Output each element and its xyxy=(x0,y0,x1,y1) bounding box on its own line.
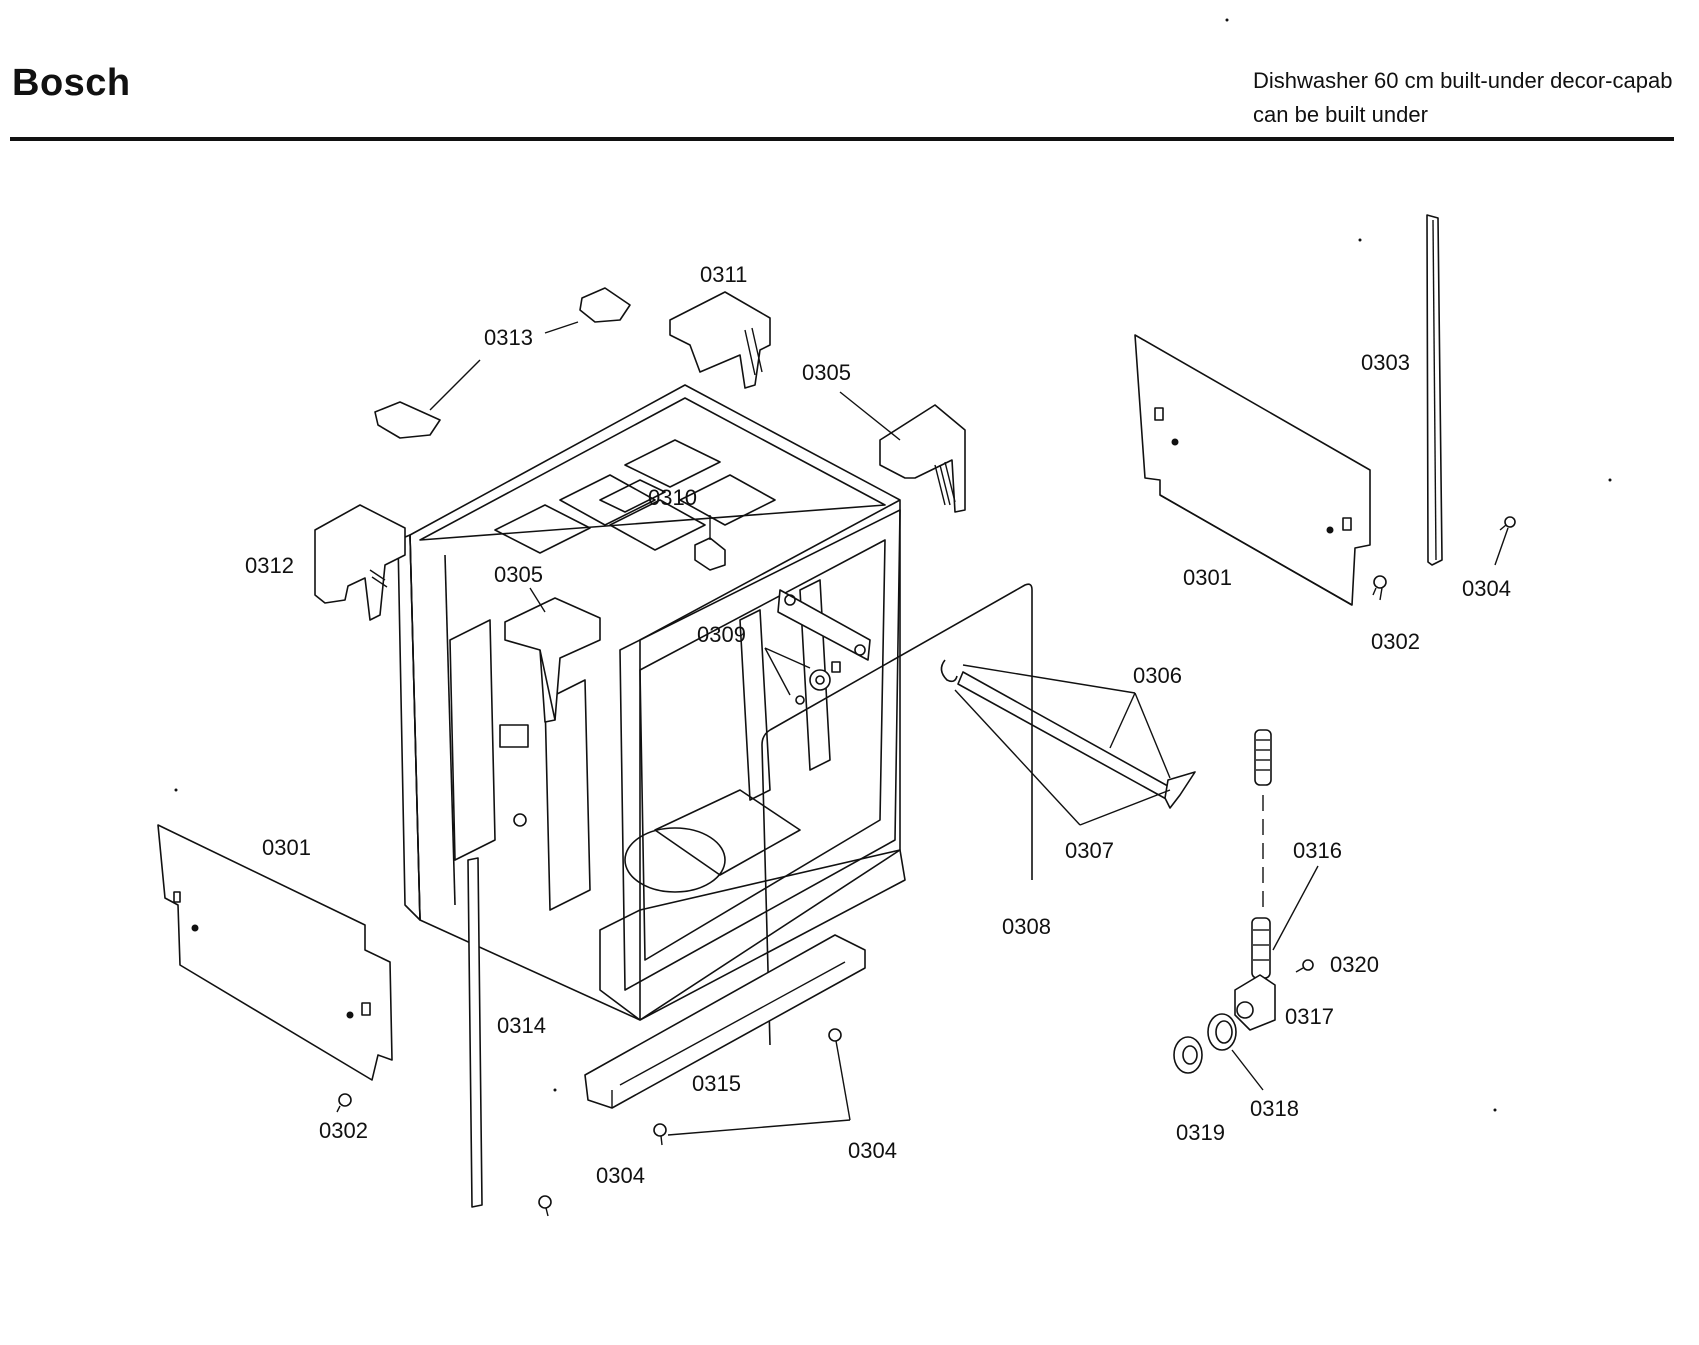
tub-frame xyxy=(397,384,906,1021)
leader-lines xyxy=(429,321,1509,1136)
part-0309-hinge-bracket xyxy=(777,589,871,705)
callout-0301-left: 0301 xyxy=(262,835,311,860)
callout-0319: 0319 xyxy=(1176,1120,1225,1145)
callout-0317: 0317 xyxy=(1285,1004,1334,1029)
callout-0318: 0318 xyxy=(1250,1096,1299,1121)
callout-0304-right: 0304 xyxy=(1462,576,1511,601)
part-0304-screw-mid xyxy=(828,1028,842,1053)
part-0304-screw-right xyxy=(1499,516,1516,531)
part-0306-hinge-bar xyxy=(940,659,1196,809)
callout-0306: 0306 xyxy=(1133,663,1182,688)
callout-0302-right: 0302 xyxy=(1371,629,1420,654)
part-0303-side-rail xyxy=(1426,214,1443,566)
callout-0304-low: 0304 xyxy=(596,1163,645,1188)
part-0320-hose-clamp xyxy=(1295,959,1314,973)
part-0308-door-seal xyxy=(761,583,1033,1046)
callout-0316: 0316 xyxy=(1293,838,1342,863)
part-0317-hose-connector xyxy=(1234,974,1276,1031)
part-0305-corner-bracket-top xyxy=(879,404,966,513)
part-0305-corner-bracket-front xyxy=(504,597,601,723)
callout-0315: 0315 xyxy=(692,1071,741,1096)
part-0304-screw-mid2 xyxy=(653,1123,667,1146)
part-0315-base-trim xyxy=(584,934,866,1109)
part-0313-mounting-clip-b xyxy=(374,401,441,439)
callout-0311: 0311 xyxy=(700,262,747,287)
print-specks xyxy=(174,18,1612,1112)
model-description-line1: Dishwasher 60 cm built-under decor-capab xyxy=(1253,68,1673,93)
callout-0304-mid: 0304 xyxy=(848,1138,897,1163)
part-0301-side-panel-left xyxy=(157,824,393,1081)
part-0302-screw-left xyxy=(336,1093,352,1113)
callout-0305-mid: 0305 xyxy=(494,562,543,587)
part-0304-screw-low xyxy=(538,1195,552,1217)
part-0312-top-bracket-left xyxy=(314,504,406,621)
part-0301-side-panel-right xyxy=(1134,334,1371,606)
callout-0305-top: 0305 xyxy=(802,360,851,385)
callout-0301-right: 0301 xyxy=(1183,565,1232,590)
callout-0307: 0307 xyxy=(1065,838,1114,863)
part-0313-mounting-clip-a xyxy=(579,287,631,323)
callout-0303: 0303 xyxy=(1361,350,1410,375)
callout-0314: 0314 xyxy=(497,1013,546,1038)
part-0314-sealing-strip xyxy=(467,857,483,1208)
callout-0312: 0312 xyxy=(245,553,294,578)
callout-0313: 0313 xyxy=(484,325,533,350)
part-0319-cap xyxy=(1173,1036,1203,1074)
model-description-line2: can be built under xyxy=(1253,102,1428,127)
callout-0309: 0309 xyxy=(697,622,746,647)
callout-0302-left: 0302 xyxy=(319,1118,368,1143)
callout-labels: 0311 0313 0305 0303 0310 0312 0305 0301 … xyxy=(245,262,1511,1188)
callout-0310: 0310 xyxy=(648,485,697,510)
part-0302-screw-right xyxy=(1372,575,1387,596)
callout-0308: 0308 xyxy=(1002,914,1051,939)
part-0318-sealing-ring xyxy=(1207,1013,1237,1051)
part-0316-drain-hose xyxy=(1251,729,1272,979)
header-rule xyxy=(10,137,1674,141)
brand-title: Bosch xyxy=(12,62,131,104)
callout-0320: 0320 xyxy=(1330,952,1379,977)
part-0311-top-bracket xyxy=(669,291,771,389)
